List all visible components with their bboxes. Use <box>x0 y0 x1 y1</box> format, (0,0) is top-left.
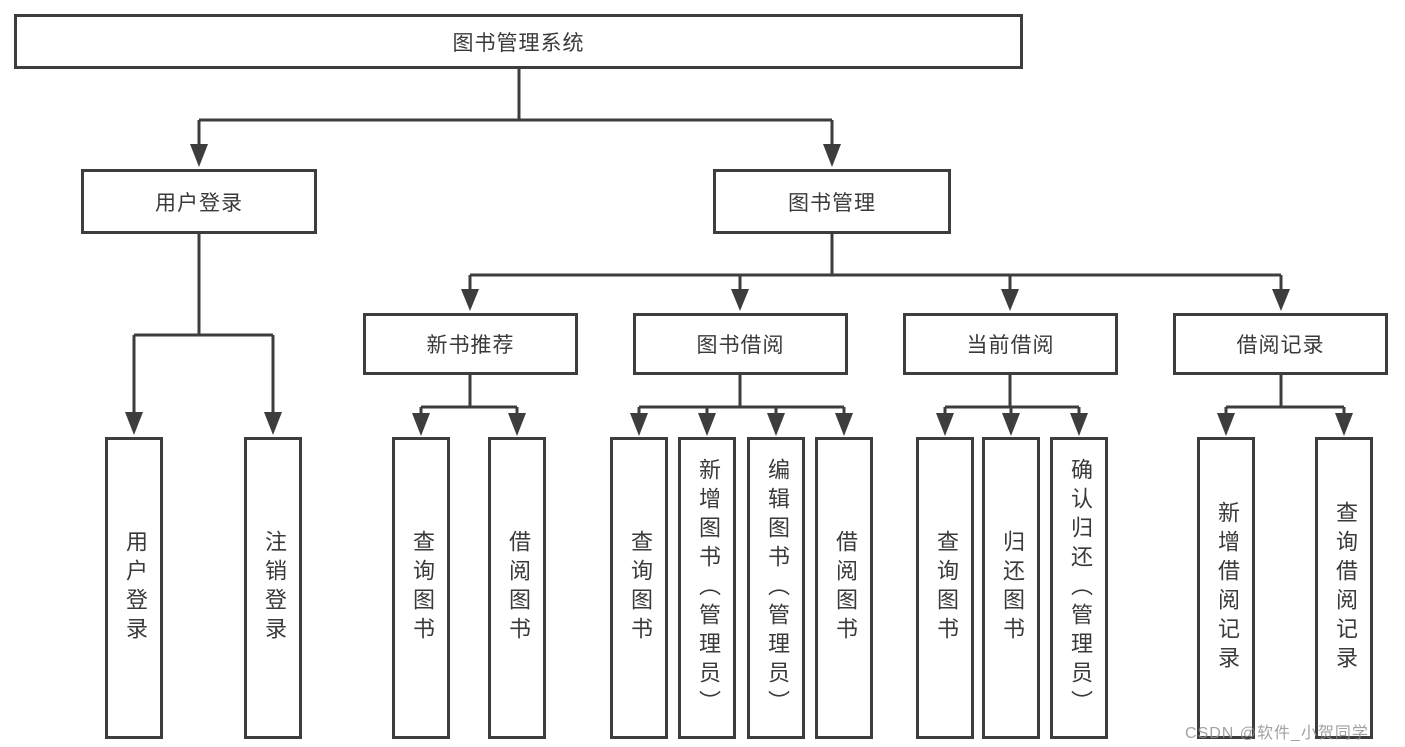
arrow-down-icon <box>264 412 282 435</box>
connector-borrowing-records-children <box>1217 375 1353 436</box>
csdn-watermark: CSDN @软件_小贺同学 <box>1185 725 1369 742</box>
arrow-down-icon <box>1001 289 1019 311</box>
arrow-down-icon <box>936 413 954 436</box>
arrow-down-icon <box>461 289 479 311</box>
connector-user-login-children <box>125 234 282 435</box>
node-leaf-add-books-admin: 新增图书（管理员） <box>678 437 736 739</box>
node-leaf-borrow-books-nb: 借阅图书 <box>488 437 546 739</box>
node-book-borrowing: 图书借阅 <box>633 313 848 375</box>
node-leaf-logout: 注销登录 <box>244 437 302 739</box>
node-new-book-recommend: 新书推荐 <box>363 313 578 375</box>
node-leaf-query-books-cb: 查询图书 <box>916 437 974 739</box>
arrow-down-icon <box>508 413 526 436</box>
arrow-down-icon <box>630 413 648 436</box>
node-leaf-add-borrow-record: 新增借阅记录 <box>1197 437 1255 739</box>
arrow-down-icon <box>125 412 143 435</box>
node-current-borrowing: 当前借阅 <box>903 313 1118 375</box>
node-leaf-borrow-books-bb: 借阅图书 <box>815 437 873 739</box>
node-user-login: 用户登录 <box>81 169 317 234</box>
arrow-down-icon <box>190 144 208 167</box>
connector-new-book-recommend-children <box>412 375 526 436</box>
node-leaf-user-login: 用户登录 <box>105 437 163 739</box>
node-leaf-query-books-bb: 查询图书 <box>610 437 668 739</box>
node-leaf-query-books-nb: 查询图书 <box>392 437 450 739</box>
node-leaf-confirm-return-admin: 确认归还（管理员） <box>1050 437 1108 739</box>
arrow-down-icon <box>835 413 853 436</box>
arrow-down-icon <box>1335 413 1353 436</box>
arrow-down-icon <box>1002 413 1020 436</box>
arrow-down-icon <box>698 413 716 436</box>
node-borrowing-records: 借阅记录 <box>1173 313 1388 375</box>
arrow-down-icon <box>412 413 430 436</box>
arrow-down-icon <box>767 413 785 436</box>
node-library-management-system: 图书管理系统 <box>14 14 1023 69</box>
connector-root-to-level2 <box>190 69 841 167</box>
node-book-management: 图书管理 <box>713 169 951 234</box>
arrow-down-icon <box>1217 413 1235 436</box>
node-leaf-edit-books-admin: 编辑图书（管理员） <box>747 437 805 739</box>
connector-book-management-children <box>461 234 1290 311</box>
arrow-down-icon <box>1070 413 1088 436</box>
arrow-down-icon <box>823 144 841 167</box>
node-leaf-query-borrow-record: 查询借阅记录 <box>1315 437 1373 739</box>
arrow-down-icon <box>731 289 749 311</box>
arrow-down-icon <box>1272 289 1290 311</box>
node-leaf-return-books: 归还图书 <box>982 437 1040 739</box>
connector-current-borrowing-children <box>936 375 1088 436</box>
connector-book-borrowing-children <box>630 375 853 436</box>
